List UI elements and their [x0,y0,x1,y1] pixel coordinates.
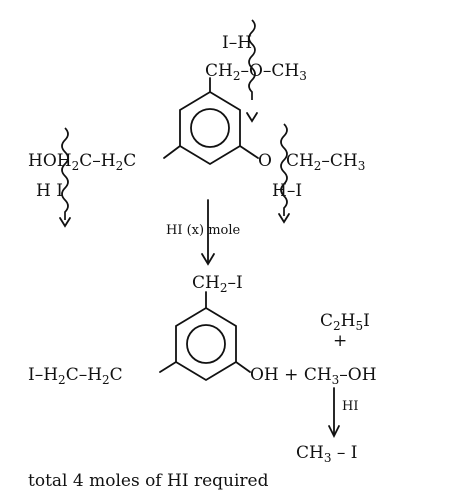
product-oh-and-methanol: OH + CH3–OH [250,365,377,387]
reactant-left-bond [163,145,181,159]
caption-text: total 4 moles of HI required [28,471,269,491]
left-reagent-label: H I [36,181,63,201]
main-arrow-head [201,253,215,266]
top-arrow-head [246,112,258,123]
hi-label: HI [342,399,358,414]
top-reagent-label: I–H [222,33,252,53]
left-chain-label: HOH2C–H2C [28,151,136,173]
left-arrow-head [59,217,71,228]
top-wavy-cleavage-arrow [248,19,256,100]
right-wavy-cleavage-arrow [280,123,288,216]
left-wavy-cleavage-arrow [61,127,69,220]
top-chain-label: CH2–O–CH3 [205,61,307,83]
methanol-arrow-head [328,425,340,439]
product-benzene-ring [175,306,237,382]
reactant-benzene-ring [179,90,241,166]
arrow-reagent-label: HI (x) mole [166,223,241,238]
product-left-chain: I–H2C–H2C [28,365,123,387]
plus-sign: + [333,331,347,351]
iodomethane-label: CH3 – I [296,443,358,465]
ethyl-iodide-label: C2H5I [320,311,370,333]
product-left-bond [159,361,177,373]
right-arrow-head [278,213,290,224]
product-top-chain: CH2–I [192,273,243,295]
product-right-bond [235,361,251,373]
right-reagent-label: H–I [272,181,302,201]
reactant-right-bond [239,145,259,159]
